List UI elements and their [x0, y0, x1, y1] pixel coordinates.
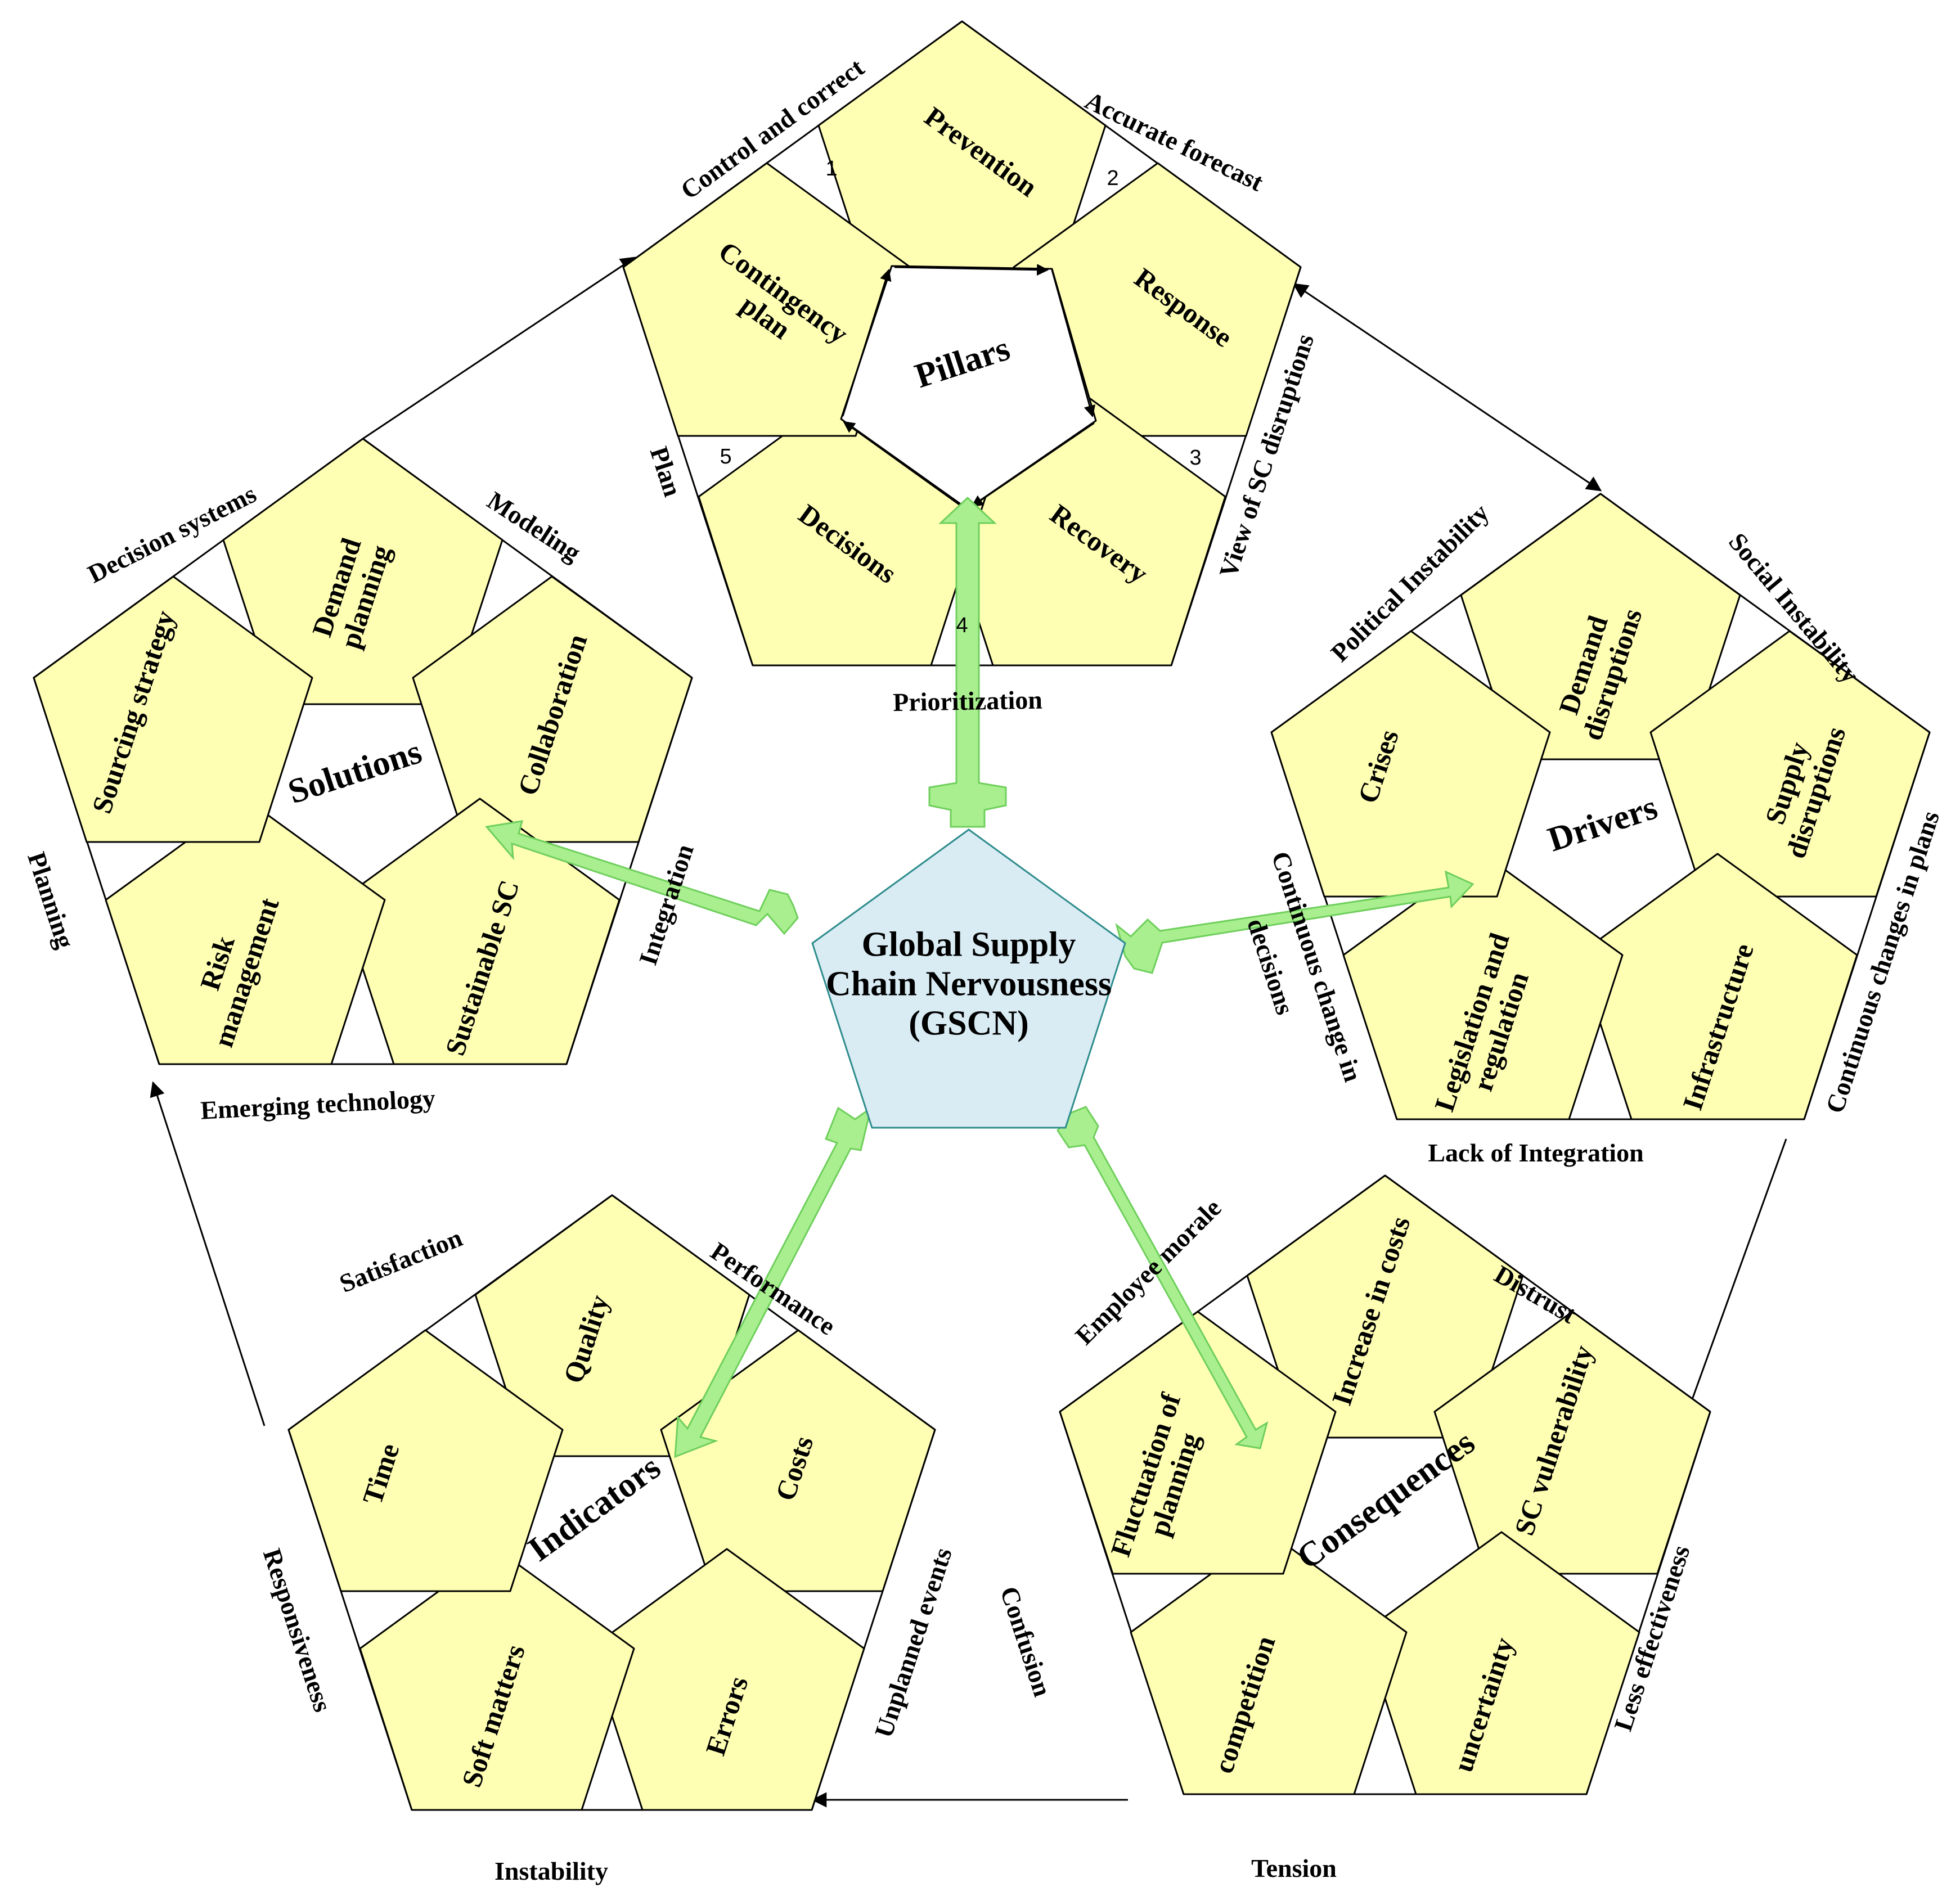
core-pentagon — [811, 828, 1126, 1129]
connector-to-solutions — [485, 820, 799, 935]
solutions-cell-sustainable — [339, 798, 621, 1065]
consequences-cell-vulnerability — [1433, 1310, 1711, 1575]
connector-to-drivers — [1115, 870, 1475, 974]
pillars-gap-number-1: 1 — [825, 157, 837, 181]
pillars-edge-label-5: Plan — [645, 443, 687, 500]
drivers-edge-label-4: Lack of Integration — [1428, 1138, 1643, 1167]
pillars-gap-number-3: 3 — [1189, 446, 1201, 470]
drivers-cell-crises — [1270, 630, 1551, 898]
solutions-cell-demand-planning — [222, 438, 504, 705]
consequences-cell-uncertainty — [1363, 1531, 1640, 1795]
drivers-cell-demand — [1460, 493, 1741, 760]
pillars-gap-number-5: 5 — [720, 445, 731, 469]
cluster-consequences — [1059, 1174, 1711, 1795]
solutions-cell-risk — [105, 798, 386, 1065]
arrow-indicators-to-solutions — [150, 1081, 266, 1426]
solutions-cell-sourcing — [33, 575, 313, 843]
solutions-edge-label-3: Integration — [633, 841, 699, 969]
solutions-edge-label-5: Planning — [22, 849, 80, 952]
cluster-pillars — [622, 20, 1302, 666]
indicators-cell-soft-matters — [359, 1548, 635, 1811]
indicators-edge-label-1: Satisfaction — [335, 1223, 466, 1298]
consequences-edge-label-5: Confusion — [995, 1583, 1057, 1700]
core — [811, 828, 1126, 1129]
cluster-indicators — [287, 1194, 936, 1811]
arrow-drivers-to-consequences — [1675, 1138, 1787, 1442]
drivers-cell-supply — [1649, 630, 1931, 898]
indicators-cell-errors — [589, 1548, 865, 1811]
connector-to-pillars — [928, 496, 1007, 828]
consequences-cell-costs — [1246, 1174, 1524, 1439]
indicators-cell-quality — [474, 1194, 750, 1457]
connector-to-consequences — [1057, 1106, 1269, 1449]
consequences-edge-label-4: Tension — [1251, 1854, 1337, 1883]
pillars-flow-arrows — [842, 264, 1096, 508]
indicators-cell-costs — [660, 1329, 936, 1592]
solutions-edge-label-4: Emerging technology — [200, 1084, 436, 1125]
solutions-cell-collaboration — [412, 575, 693, 843]
outer-cycle — [150, 256, 1787, 1808]
indicators-edge-label-4: Instability — [495, 1857, 608, 1885]
consequences-cell-competition — [1130, 1531, 1408, 1795]
indicators-cell-time — [287, 1329, 564, 1592]
cluster-solutions — [33, 438, 693, 1065]
drivers-cell-infrastructure — [1577, 853, 1858, 1120]
core-connectors — [485, 496, 1475, 1458]
pillars-gap-number-2: 2 — [1107, 166, 1118, 190]
arrow-solutions-to-pillars — [362, 256, 636, 440]
pillars-edge-label-4: Prioritization — [893, 685, 1043, 717]
arrow-pillars-to-drivers — [1292, 283, 1602, 492]
drivers-cell-label-2: Supplydisruptions — [1751, 714, 1851, 862]
cluster-drivers — [1270, 493, 1931, 1120]
pillars-gap-number-4: 4 — [956, 614, 968, 637]
consequences-cell-fluctuation — [1059, 1310, 1337, 1575]
indicators-edge-label-5: Responsiveness — [258, 1545, 338, 1715]
drivers-cell-legislation — [1342, 853, 1624, 1120]
